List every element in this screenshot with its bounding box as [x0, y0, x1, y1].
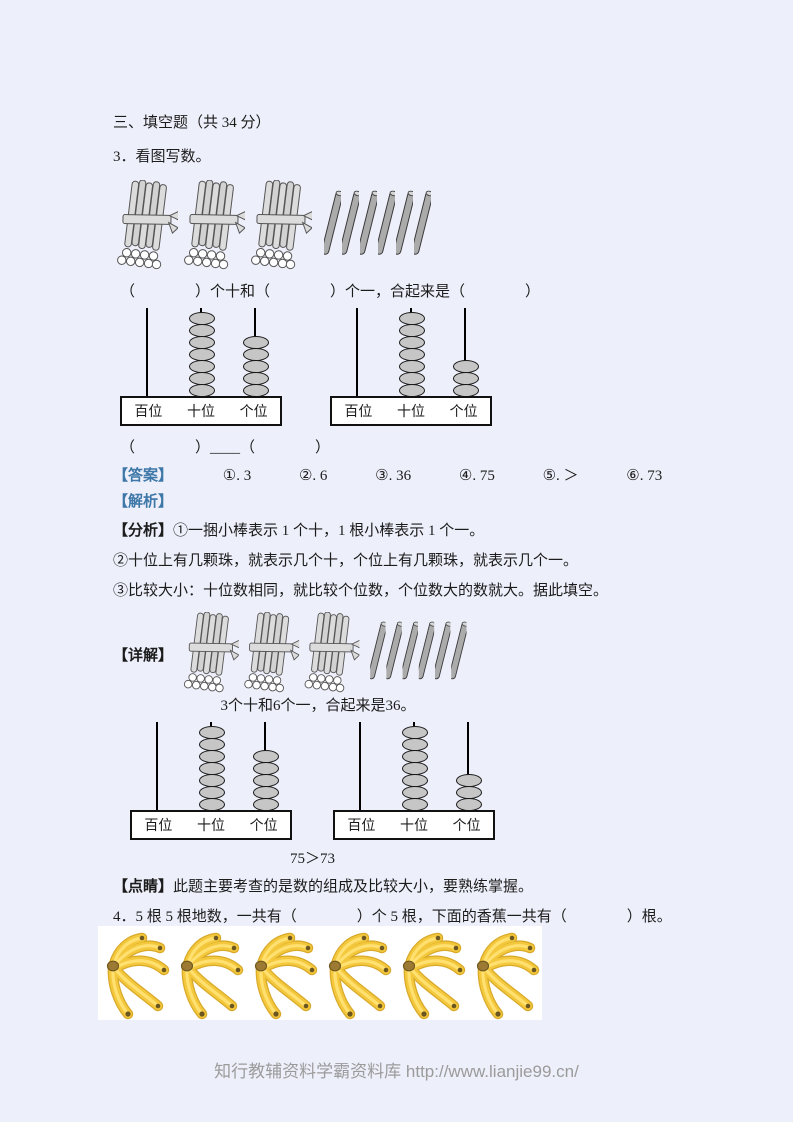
jiexi-label: 【解析】	[113, 494, 174, 510]
q3-abacus-left: 百位 十位 个位	[120, 308, 282, 426]
answer-item: ④. 75	[458, 468, 495, 484]
single-stick-icon	[378, 190, 395, 255]
stick-bundle-icon	[183, 612, 239, 693]
single-sticks	[324, 188, 431, 260]
answer-item: ⑤. ＞	[542, 468, 579, 484]
tens-beads	[402, 722, 428, 811]
stick-bundles	[116, 180, 312, 274]
answer-item: ③. 36	[375, 468, 412, 484]
single-stick-icon	[451, 621, 467, 680]
comparison-text: 75＞73	[289, 851, 335, 867]
single-stick-icon	[386, 621, 402, 680]
dianjing-line: 【点睛】此题主要考查的是数的组成及比较大小，要熟练掌握。	[113, 876, 533, 898]
stick-bundle-icon	[304, 612, 360, 693]
banana-bunch-image	[468, 926, 542, 1020]
ones-label: 个位	[452, 819, 481, 834]
answer-label: 【答案】	[113, 468, 174, 484]
single-stick-icon	[370, 621, 386, 680]
dianjing-text: 此题主要考查的是数的组成及比较大小，要熟练掌握。	[173, 879, 534, 895]
hundreds-rod	[156, 722, 158, 811]
single-stick-icon	[396, 190, 413, 255]
answer-item: ①. 3	[222, 468, 252, 484]
tens-label: 十位	[397, 405, 425, 420]
single-stick-icon	[414, 190, 431, 255]
single-stick-icon	[360, 190, 377, 255]
analysis-line2: ②十位上有几颗珠，就表示几个十，个位上有几颗珠，就表示几个一。	[113, 553, 579, 569]
detail-caption: 3个十和6个一，合起来是36。	[220, 698, 416, 714]
ones-rod	[467, 722, 469, 811]
ones-rod	[464, 308, 466, 397]
place-value-box: 百位 十位 个位	[120, 396, 282, 426]
detail-abacus-left: 百位 十位 个位	[130, 722, 292, 840]
single-stick-icon	[418, 621, 435, 680]
ones-label: 个位	[239, 405, 268, 420]
ones-beads	[453, 308, 479, 397]
ones-beads	[253, 722, 279, 811]
detail-sticks-figure	[183, 612, 467, 697]
tens-label: 十位	[187, 405, 215, 420]
banana-bunch-image	[320, 926, 394, 1020]
single-stick-icon	[435, 621, 451, 680]
single-stick-icon	[342, 190, 359, 255]
ones-beads	[243, 308, 269, 397]
tens-beads	[189, 308, 215, 397]
place-value-box: 百位 十位 个位	[333, 810, 495, 840]
stick-bundle-icon	[244, 612, 300, 693]
stick-bundle-icon	[184, 180, 245, 270]
hundreds-label: 百位	[144, 819, 173, 834]
analysis-text: ①一捆小棒表示 1 个十，1 根小棒表示 1 个一。	[173, 523, 485, 539]
hundreds-rod	[359, 722, 361, 811]
q3-title: 3．看图写数。	[113, 149, 211, 165]
section-heading: 三、填空题（共 34 分）	[113, 115, 271, 131]
tens-label: 十位	[400, 819, 428, 834]
analysis-line1: 【分析】①一捆小棒表示 1 个十，1 根小棒表示 1 个一。	[113, 520, 484, 542]
banana-figure	[98, 926, 542, 1020]
stick-bundle-icon	[117, 180, 178, 270]
banana-bunch-image	[98, 926, 172, 1020]
fenxi-label: 【分析】	[113, 523, 174, 539]
tens-beads	[399, 308, 425, 397]
tens-beads	[199, 722, 225, 811]
place-value-box: 百位 十位 个位	[330, 396, 492, 426]
q4-title: 4．5 根 5 根地数，一共有（ ）个 5 根，下面的香蕉一共有（ ）根。	[113, 909, 672, 925]
hundreds-label: 百位	[134, 405, 163, 420]
xiangjie-label: 【详解】	[113, 648, 174, 664]
ones-beads	[456, 722, 482, 811]
dianjing-label: 【点睛】	[113, 879, 174, 895]
ones-label: 个位	[249, 819, 278, 834]
single-stick-icon	[324, 190, 341, 255]
q3-blank-line: （ ）个十和（ ）个一，合起来是（ ）	[120, 284, 541, 300]
hundreds-label: 百位	[344, 405, 373, 420]
q3-abacus-right: 百位 十位 个位	[330, 308, 492, 426]
hundreds-rod	[356, 308, 358, 397]
analysis-line3: ③比较大小：十位数相同，就比较个位数，个位数大的数就大。据此填空。	[113, 583, 609, 599]
detail-abacus-right: 百位 十位 个位	[333, 722, 495, 840]
ones-label: 个位	[449, 405, 478, 420]
stick-bundles	[183, 612, 360, 697]
answer-row: 【答案】 ①. 3 ②. 6 ③. 36 ④. 75 ⑤. ＞ ⑥. 73	[113, 464, 706, 485]
q3-sticks-figure	[116, 180, 431, 274]
tens-label: 十位	[197, 819, 225, 834]
answer-item: ②. 6	[298, 468, 328, 484]
answer-item: ⑥. 73	[626, 468, 663, 484]
single-stick-icon	[402, 621, 418, 680]
hundreds-rod	[146, 308, 148, 397]
banana-bunch-image	[394, 926, 468, 1020]
banana-bunch-image	[172, 926, 246, 1020]
stick-bundle-icon	[251, 180, 312, 270]
place-value-box: 百位 十位 个位	[130, 810, 292, 840]
banana-bunch-image	[246, 926, 320, 1020]
q3-compare-line: （ ）____（ ）	[120, 440, 331, 456]
single-sticks	[370, 619, 467, 684]
site-footer: 知行教辅资料学霸资料库 http://www.lianjie99.cn/	[214, 1062, 579, 1081]
hundreds-label: 百位	[347, 819, 376, 834]
